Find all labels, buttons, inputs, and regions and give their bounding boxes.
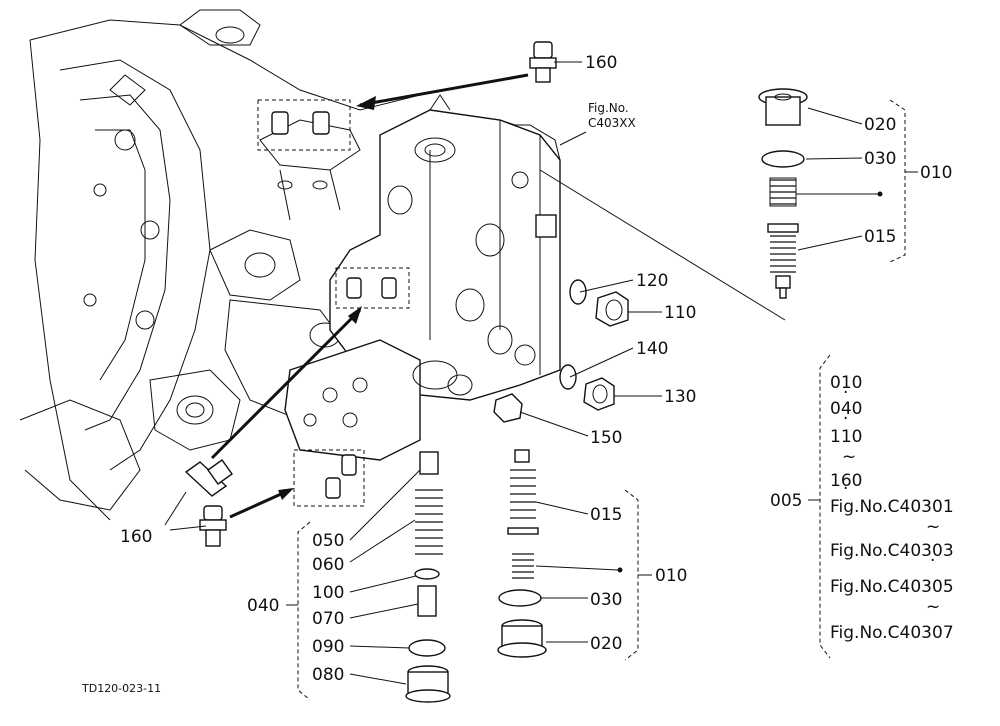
detail-box-top (257, 99, 351, 151)
legend-part-040: 040 (830, 399, 862, 419)
legend-dot-4: · (930, 551, 935, 571)
fitting-160-left-b (199, 505, 227, 547)
callout-150: 150 (590, 428, 622, 448)
legend-dot-1: · (843, 383, 848, 403)
legend-part-110: 110 (830, 427, 862, 447)
legend-fig-4: Fig.No.C40307 (830, 623, 954, 643)
legend-tilde-3: ~ (926, 597, 940, 617)
legend-dot-3: · (843, 479, 848, 499)
spring-dot-bottom (617, 567, 623, 573)
callout-120: 120 (636, 271, 668, 291)
plug-110-oring-120 (569, 279, 629, 327)
callout-005: 005 (770, 491, 802, 511)
callout-140: 140 (636, 339, 668, 359)
figure-reference: Fig.No. C403XX (588, 101, 636, 130)
arrow-top (359, 73, 529, 107)
legend-dot-2: · (843, 409, 848, 429)
plugs-in-boxes (271, 111, 397, 499)
callout-090: 090 (312, 637, 344, 657)
control-valve-body (284, 94, 561, 461)
detail-box-middle (335, 267, 410, 309)
callout-080: 080 (312, 665, 344, 685)
legend-fig-1: Fig.No.C40301 (830, 497, 954, 517)
callout-labels: 160 160 020 030 015 010 120 110 140 130 … (120, 53, 952, 685)
callout-100: 100 (312, 583, 344, 603)
detail-box-bottom (293, 449, 365, 507)
plug-130-oring-140 (559, 364, 615, 411)
relief-valve-bottom (497, 449, 547, 658)
drawing-code: TD120-023-11 (81, 682, 161, 695)
callout-060: 060 (312, 555, 344, 575)
legend-fig-2: Fig.No.C40303 (830, 541, 954, 561)
legend-fig-3: Fig.No.C40305 (830, 577, 954, 597)
arrow-left-long-head (348, 306, 362, 324)
legend-part-010: 010 (830, 373, 862, 393)
arrow-left-long (210, 308, 362, 460)
legend-group: 010 · 040 · 110 ~ 160 · Fig.No.C40301 ~ … (830, 373, 954, 643)
callout-110: 110 (664, 303, 696, 323)
spool-group-040 (405, 451, 451, 703)
callout-160-top: 160 (585, 53, 617, 73)
legend-part-160: 160 (830, 471, 862, 491)
callout-160-left: 160 (120, 527, 152, 547)
callout-010-bottom: 010 (655, 566, 687, 586)
leader-lines (164, 61, 883, 685)
relief-valve-top (758, 88, 808, 299)
fitting-160-left-a (184, 459, 233, 497)
fitting-160-top (529, 41, 557, 83)
callout-050: 050 (312, 531, 344, 551)
callout-040: 040 (247, 596, 279, 616)
brackets (286, 99, 918, 701)
legend-tilde-2: ~ (926, 517, 940, 537)
callout-070: 070 (312, 609, 344, 629)
callout-020-bottom: 020 (590, 634, 622, 654)
callout-030-top: 030 (864, 149, 896, 169)
callout-010-top: 010 (920, 163, 952, 183)
callout-015-bottom: 015 (590, 505, 622, 525)
spring-dot-top (877, 191, 883, 197)
callout-015-top: 015 (864, 227, 896, 247)
callout-030-bottom: 030 (590, 590, 622, 610)
arrow-top-head (356, 96, 376, 110)
legend-tilde-1: ~ (842, 447, 856, 467)
arrow-left-short-head (278, 488, 294, 500)
plug-150 (493, 393, 523, 423)
callout-020-top: 020 (864, 115, 896, 135)
callout-130: 130 (664, 387, 696, 407)
